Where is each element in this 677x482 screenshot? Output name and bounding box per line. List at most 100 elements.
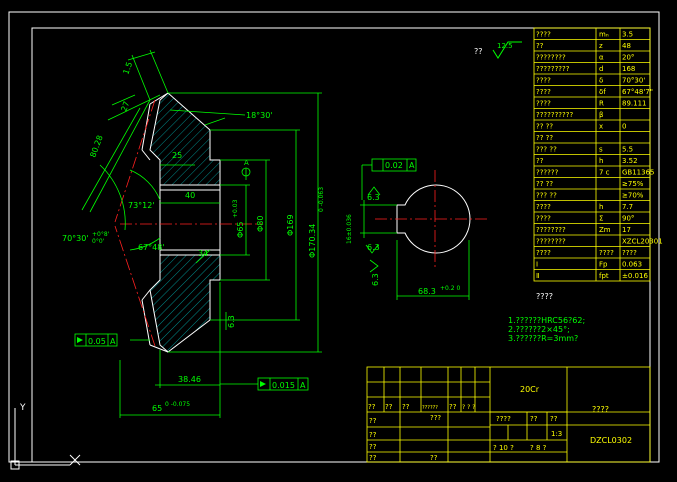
dim-angle-7030: 70°30' [62,234,89,243]
tb-scale: ?? [550,415,558,423]
gear-table-val-15: 7.7 [622,203,633,211]
dim-phi169: Φ169 [286,214,295,236]
general-roughness: ?? 12.5 [474,41,522,59]
gear-table-val-20: 0.063 [622,261,642,269]
gear-table-name-3: ????????? [536,65,570,73]
tb-stage-mark: ???? [496,415,511,423]
gear-table-sym-0: mₙ [599,31,609,39]
dim-25: 25 [172,151,182,160]
keyway-roughness-a: 6.3 [367,193,380,202]
keyway-depth-dim: 68.3 [418,287,436,296]
keyway-depth-tol: +0.2 0 [440,285,460,292]
dim-38: 38.46 [178,375,201,384]
gear-table-val-12: GB11365 [622,169,655,177]
tb-part-name: ???? [592,405,609,414]
tb-mark-0: ?? [368,403,376,411]
tb-drawing-no: DZCL0302 [590,436,632,445]
dim-face-width: 1.5 [121,61,134,76]
note-line-1: 1.??????HRC56?62; [508,316,585,325]
gdt-flatness-value: 0.015 [272,381,295,390]
gear-table-name-12: ?????? [536,169,559,177]
gear-table-sym-5: δf [599,88,606,96]
gear-table-name-18: ???????? [536,238,566,246]
tb-mark-5: ? ? ? [462,404,475,411]
dim-angle-tol2: 0°0' [92,238,105,245]
dim-phi170-tol: 0 -0.063 [318,187,325,212]
gear-table-val-0: 3.5 [622,31,633,39]
gear-table-name-20: Ⅰ [536,261,538,269]
gear-table-name-0: ???? [536,31,551,39]
tb-role-process: ?? [369,454,377,462]
gear-table-val-6: 89.111 [622,100,647,108]
tb-weight: ?? [530,415,538,423]
gear-table-sym-20: Fp [599,261,608,269]
dim-65-tol: 0 -0.075 [165,401,190,408]
gear-table-val-17: 17 [622,226,631,234]
gdt-runout-frame [74,333,118,347]
gear-table-name-13: ?? ?? [536,180,553,188]
gear-table-sym-16: Σ [599,215,603,223]
tb-mark-2: ?? [402,403,410,411]
gear-table-name-7: ?????????? [536,111,573,119]
dim-27: 27 [119,100,131,113]
gear-table-val-13: ≥75% [622,180,644,188]
tb-standardize: ??? [430,414,441,422]
gdt-runout-value: 0.05 [88,337,106,346]
tb-approve: ?? [430,454,438,462]
gear-table-sym-10: s [599,146,603,154]
dim-phi65-tol: +0.03 [232,199,239,218]
gdt-flatness-ref: A [300,381,306,390]
gear-table-sym-6: R [599,100,604,108]
dim-phi80: Φ80 [256,216,265,232]
datum-a: A [244,159,249,167]
gear-table-name-5: ???? [536,88,551,96]
gear-table-name-16: ???? [536,215,551,223]
gear-table-sym-15: h [599,203,603,211]
note-line-3: 3.??????R=3mm? [508,334,578,343]
dim-phi170: Φ170.34 [308,224,317,258]
gear-table-sym-19: ???? [599,249,614,257]
keyway-roughness-b: 6.3 [367,243,380,252]
notes-heading: ???? [536,292,553,301]
tb-role-design: ?? [369,417,377,425]
gear-table-val-5: 67°48'7" [622,88,653,96]
gear-table-val-1: 48 [622,42,631,50]
tb-role-review: ?? [369,443,377,451]
gdt-runout-ref: A [110,337,116,346]
gear-table-sym-1: z [599,42,603,50]
gear-table-name-21: Ⅱ [536,272,539,280]
gear-table-val-2: 20° [622,54,634,62]
gear-table-val-4: 70°30' [622,77,645,85]
gear-table-sym-12: 7 c [599,169,610,177]
gear-bore [159,184,221,256]
gear-table-val-8: 0 [622,123,626,131]
dim-phi65: Φ65 [236,222,245,238]
roughness-value: 12.5 [497,42,513,50]
gear-section-view: 1.5 27 18°30' 80.28 73°12' 70°30' +0°8' … [62,49,325,418]
gear-table-name-6: ???? [536,100,551,108]
gear-table-sym-17: Zm [599,226,611,234]
gear-table-val-18: XZCL20301 [622,238,663,246]
dim-angle-7312: 73°12' [128,201,155,210]
dim-65: 65 [152,404,162,413]
gear-table-name-1: ?? [536,42,544,50]
gear-table-name-8: ?? ?? [536,123,553,131]
gear-table-name-9: ?? ?? [536,134,553,142]
technical-notes: ???? 1.??????HRC56?62; 2.??????2×45°; 3.… [508,292,585,343]
gear-table-name-11: ?? [536,157,544,165]
y-axis-label: Y [19,403,26,413]
symmetry-gdt-frame [371,158,417,172]
gear-table-name-19: ???? [536,249,551,257]
dim-angle-6748: 67°48' [138,243,165,252]
keyway-width-dim: 16±0.036 [346,214,353,244]
gear-table-sym-3: d [599,65,603,73]
tb-sheets-total: ? 10 ? [493,444,514,452]
gear-table-val-19: ???? [622,249,637,257]
gear-table-val-14: ≥70% [622,192,644,200]
title-block-text: ?? ?? ?? ?????? ?? ? ? ? ?? ?? ?? ?? ???… [368,385,632,462]
tb-mark-3: ?????? [422,405,438,411]
gear-table-sym-8: x [599,123,603,131]
gear-table-sym-4: δ [599,77,603,85]
dim-34: 34 [198,249,208,258]
